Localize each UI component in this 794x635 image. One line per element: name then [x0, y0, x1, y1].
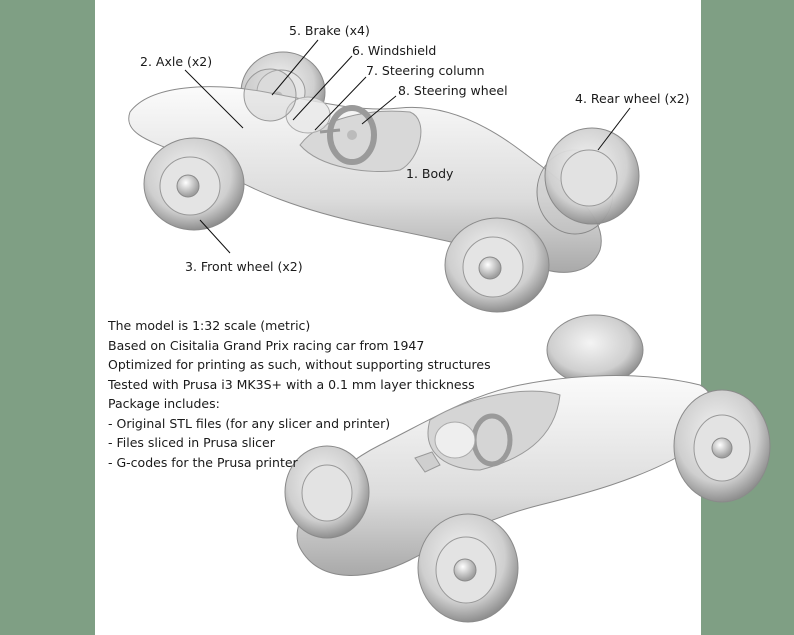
- label-brake: 5. Brake (x4): [289, 23, 370, 38]
- steering-column: [320, 130, 340, 132]
- description-line: - Original STL files (for any slicer and…: [108, 414, 491, 434]
- label-windshield: 6. Windshield: [352, 43, 436, 58]
- front-left-wheel: [144, 138, 244, 230]
- label-steering-wheel: 8. Steering wheel: [398, 83, 508, 98]
- description-line: Optimized for printing as such, without …: [108, 355, 491, 375]
- label-rear-wheel: 4. Rear wheel (x2): [575, 91, 690, 106]
- brake-disc: [244, 69, 296, 121]
- label-front-wheel: 3. Front wheel (x2): [185, 259, 303, 274]
- rear-right-wheel: [545, 128, 639, 224]
- description-line: Based on Cisitalia Grand Prix racing car…: [108, 336, 491, 356]
- label-body: 1. Body: [406, 166, 453, 181]
- description-block: The model is 1:32 scale (metric) Based o…: [108, 316, 491, 472]
- label-steering-column: 7. Steering column: [366, 63, 485, 78]
- description-line: - Files sliced in Prusa slicer: [108, 433, 491, 453]
- description-line: Package includes:: [108, 394, 491, 414]
- front-right-wheel: [445, 218, 549, 312]
- description-line: - G-codes for the Prusa printer: [108, 453, 491, 473]
- bottom-front-right-wheel: [418, 514, 518, 622]
- description-line: Tested with Prusa i3 MK3S+ with a 0.1 mm…: [108, 375, 491, 395]
- description-line: The model is 1:32 scale (metric): [108, 316, 491, 336]
- bottom-rear-left-wheel: [547, 315, 643, 385]
- label-axle: 2. Axle (x2): [140, 54, 212, 69]
- bottom-rear-right-wheel: [674, 390, 770, 502]
